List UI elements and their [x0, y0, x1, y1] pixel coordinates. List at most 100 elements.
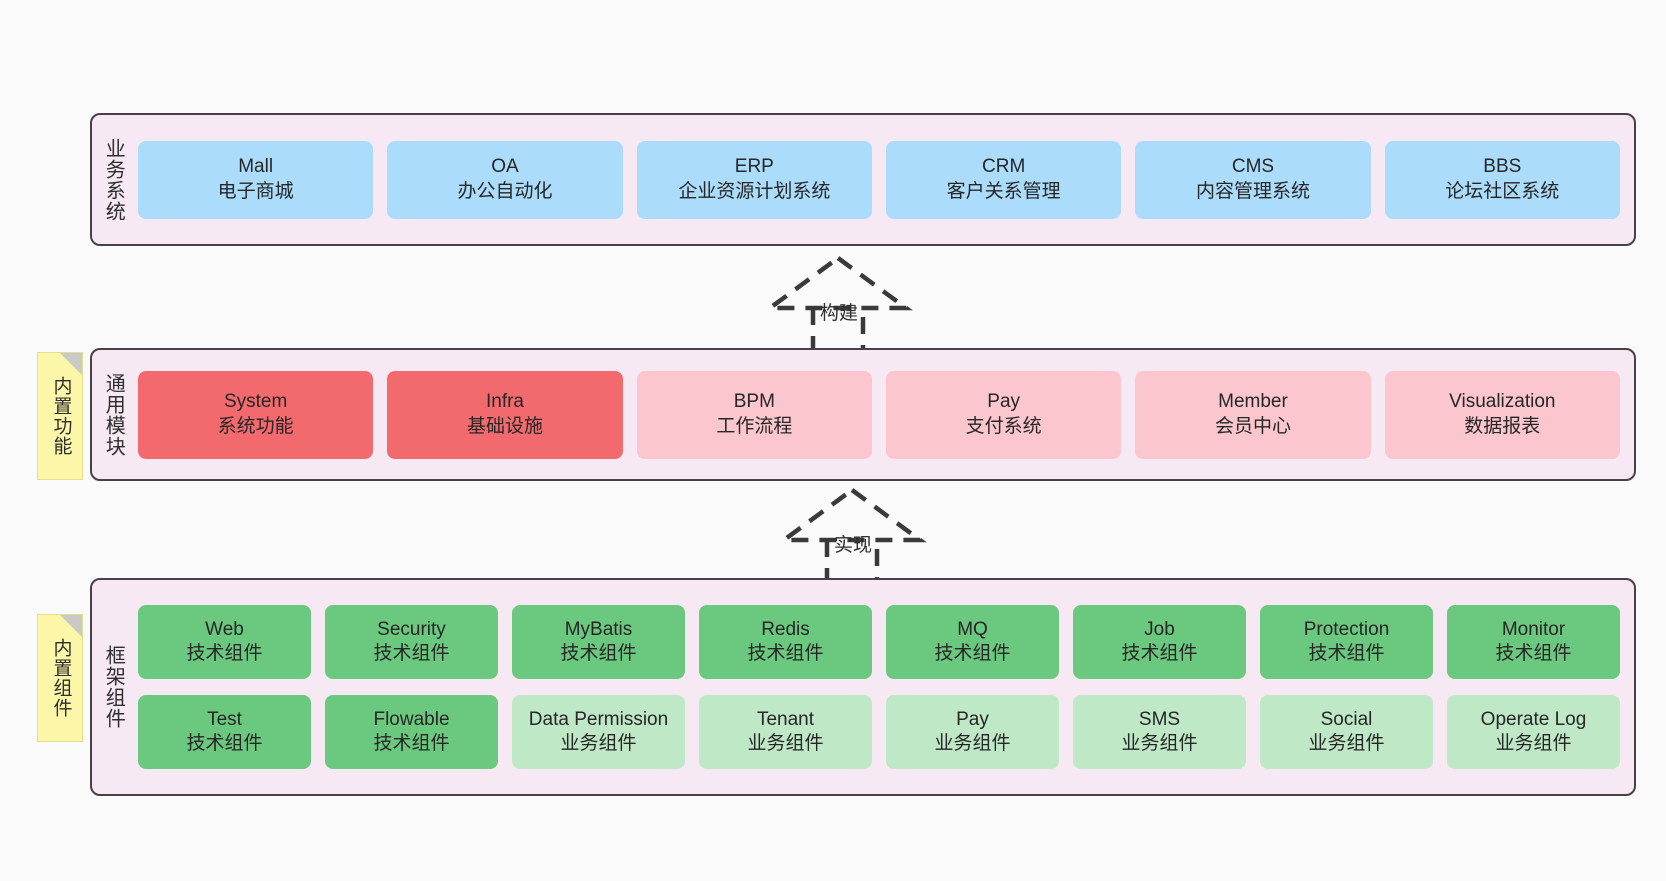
card-cms-cn: 内容管理系统	[1195, 180, 1310, 202]
card-web[interactable]: Web 技术组件	[138, 605, 311, 679]
card-operate-log-en: Operate Log	[1480, 708, 1587, 730]
card-mq-cn: 技术组件	[934, 643, 1011, 664]
arrow-build-label: 构建	[820, 303, 859, 324]
card-pay-component-en: Pay	[956, 708, 989, 730]
sticky-note-builtin-component: 内置组件	[37, 614, 83, 742]
card-flowable-cn: 技术组件	[373, 733, 450, 754]
card-bpm[interactable]: BPM 工作流程	[636, 370, 872, 459]
card-flowable[interactable]: Flowable 技术组件	[325, 695, 498, 769]
card-security[interactable]: Security 技术组件	[325, 605, 498, 679]
card-system-cn: 系统功能	[217, 415, 294, 437]
card-infra-en: Infra	[485, 391, 524, 413]
card-crm[interactable]: CRM 客户关系管理	[885, 140, 1122, 219]
card-bpm-en: BPM	[733, 391, 775, 413]
card-protection[interactable]: Protection 技术组件	[1260, 605, 1433, 679]
card-sms-en: SMS	[1138, 708, 1181, 730]
card-test-en: Test	[207, 708, 242, 730]
card-social-en: Social	[1320, 708, 1373, 730]
card-cms[interactable]: CMS 内容管理系统	[1135, 140, 1371, 219]
layer-body-framework: Web 技术组件 Security 技术组件 MyBatis 技术组件 Redi…	[134, 580, 1634, 794]
card-bbs-cn: 论坛社区系统	[1445, 180, 1560, 202]
card-social-cn: 业务组件	[1308, 733, 1385, 754]
card-sms-cn: 业务组件	[1121, 733, 1198, 754]
layer-body-business: Mall 电子商城 OA 办公自动化 ERP 企业资源计划系统 CRM 客户关系…	[134, 115, 1634, 244]
card-protection-cn: 技术组件	[1308, 643, 1385, 664]
framework-card-row-2: Test 技术组件 Flowable 技术组件 Data Permission …	[138, 695, 1620, 769]
layer-general-modules: 通用模块 System 系统功能 Infra 基础设施 BPM 工作流程 Pay…	[90, 348, 1636, 481]
card-tenant-en: Tenant	[756, 708, 815, 730]
card-redis-en: Redis	[761, 618, 810, 640]
card-crm-cn: 客户关系管理	[946, 180, 1061, 202]
card-web-en: Web	[205, 618, 244, 640]
card-security-cn: 技术组件	[373, 643, 450, 664]
card-data-permission-cn: 业务组件	[560, 733, 637, 754]
card-mall[interactable]: Mall 电子商城	[138, 140, 374, 219]
card-visualization[interactable]: Visualization 数据报表	[1384, 370, 1620, 459]
arrow-realize-label: 实现	[834, 535, 873, 556]
card-sms[interactable]: SMS 业务组件	[1073, 695, 1246, 769]
card-visualization-en: Visualization	[1449, 391, 1556, 413]
card-monitor[interactable]: Monitor 技术组件	[1447, 605, 1620, 679]
card-job-cn: 技术组件	[1121, 643, 1198, 664]
card-pay-component[interactable]: Pay 业务组件	[886, 695, 1059, 769]
card-member[interactable]: Member 会员中心	[1135, 370, 1371, 459]
card-bpm-cn: 工作流程	[716, 415, 793, 437]
card-oa[interactable]: OA 办公自动化	[387, 140, 623, 219]
card-mall-en: Mall	[238, 156, 274, 178]
card-system[interactable]: System 系统功能	[138, 370, 374, 459]
card-social[interactable]: Social 业务组件	[1260, 695, 1433, 769]
card-oa-en: OA	[491, 156, 519, 178]
card-web-cn: 技术组件	[186, 643, 263, 664]
card-operate-log-cn: 业务组件	[1495, 733, 1572, 754]
card-pay-module[interactable]: Pay 支付系统	[885, 370, 1122, 459]
card-member-cn: 会员中心	[1214, 415, 1291, 437]
card-mq[interactable]: MQ 技术组件	[886, 605, 1059, 679]
card-mall-cn: 电子商城	[217, 180, 294, 202]
card-job-en: Job	[1144, 618, 1175, 640]
card-tenant-cn: 业务组件	[747, 733, 824, 754]
card-infra-cn: 基础设施	[466, 415, 543, 437]
card-visualization-cn: 数据报表	[1464, 415, 1541, 437]
card-test-cn: 技术组件	[186, 733, 263, 754]
card-erp[interactable]: ERP 企业资源计划系统	[636, 140, 872, 219]
card-bbs[interactable]: BBS 论坛社区系统	[1384, 140, 1620, 219]
card-mybatis-cn: 技术组件	[560, 643, 637, 664]
card-pay-module-cn: 支付系统	[965, 415, 1042, 437]
sticky-note-builtin-component-label: 内置组件	[50, 638, 72, 718]
card-test[interactable]: Test 技术组件	[138, 695, 311, 769]
card-tenant[interactable]: Tenant 业务组件	[699, 695, 872, 769]
card-erp-en: ERP	[734, 156, 774, 178]
card-oa-cn: 办公自动化	[457, 180, 553, 202]
card-monitor-en: Monitor	[1501, 618, 1566, 640]
card-monitor-cn: 技术组件	[1495, 643, 1572, 664]
card-redis[interactable]: Redis 技术组件	[699, 605, 872, 679]
card-crm-en: CRM	[982, 156, 1026, 178]
card-data-permission[interactable]: Data Permission 业务组件	[512, 695, 685, 769]
card-erp-cn: 企业资源计划系统	[678, 180, 831, 202]
sticky-note-builtin-function: 内置功能	[37, 352, 83, 480]
layer-business-systems: 业务系统 Mall 电子商城 OA 办公自动化 ERP 企业资源计划系统 CRM…	[90, 113, 1636, 246]
card-bbs-en: BBS	[1483, 156, 1522, 178]
card-system-en: System	[223, 391, 288, 413]
framework-card-row-1: Web 技术组件 Security 技术组件 MyBatis 技术组件 Redi…	[138, 605, 1620, 679]
card-flowable-en: Flowable	[373, 708, 450, 730]
card-security-en: Security	[377, 618, 446, 640]
card-infra[interactable]: Infra 基础设施	[387, 370, 623, 459]
card-mybatis-en: MyBatis	[564, 618, 633, 640]
card-mybatis[interactable]: MyBatis 技术组件	[512, 605, 685, 679]
card-cms-en: CMS	[1231, 156, 1275, 178]
card-job[interactable]: Job 技术组件	[1073, 605, 1246, 679]
card-mq-en: MQ	[957, 618, 988, 640]
layer-body-modules: System 系统功能 Infra 基础设施 BPM 工作流程 Pay 支付系统…	[134, 350, 1634, 479]
business-card-row: Mall 电子商城 OA 办公自动化 ERP 企业资源计划系统 CRM 客户关系…	[138, 140, 1620, 219]
arrow-build: 构建	[758, 255, 918, 356]
card-pay-component-cn: 业务组件	[934, 733, 1011, 754]
card-operate-log[interactable]: Operate Log 业务组件	[1447, 695, 1620, 769]
layer-framework-components: 框架组件 Web 技术组件 Security 技术组件 MyBatis 技术组件…	[90, 578, 1636, 796]
card-protection-en: Protection	[1303, 618, 1390, 640]
sticky-note-builtin-function-label: 内置功能	[50, 376, 72, 456]
modules-card-row: System 系统功能 Infra 基础设施 BPM 工作流程 Pay 支付系统…	[138, 370, 1620, 459]
card-member-en: Member	[1218, 391, 1288, 413]
layer-title-framework: 框架组件	[102, 645, 125, 729]
